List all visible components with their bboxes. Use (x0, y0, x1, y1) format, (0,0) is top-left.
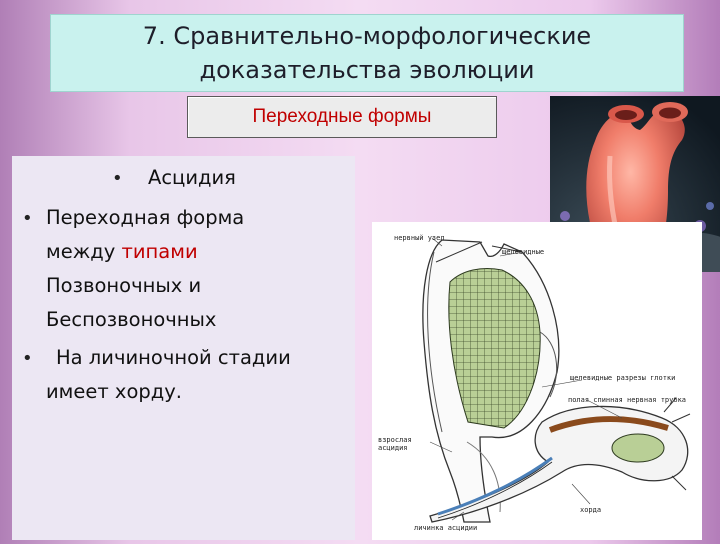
item-2-line-2: имеет хорду. (46, 380, 183, 403)
label-larva: личинка асцидии (414, 524, 477, 532)
title-line-1: 7. Сравнительно-морфологические (142, 22, 592, 50)
item-1-line-2-text: между (46, 240, 122, 263)
label-gill-slits: щелевидные (502, 248, 544, 256)
label-adult-1: взрослая (378, 436, 412, 444)
ascidian-diagram: нервный узел щелевидные щелевидные разре… (372, 222, 702, 540)
item-1-line-2: между типами (46, 236, 198, 267)
label-gill-slits-throat: щелевидные разрезы глотки (570, 374, 675, 382)
item-2-line-1: На личиночной стадии (56, 346, 291, 369)
label-nerve-node: нервный узел (394, 234, 445, 242)
chord-line (437, 456, 553, 516)
title-line-2: доказательства эволюции (199, 56, 535, 84)
subtitle-box: Переходные формы (187, 96, 497, 138)
item-1-line-3: Позвоночных и (46, 274, 202, 297)
label-hollow-nerve-tube: полая спинная нервная трубка (568, 396, 686, 404)
label-adult-2: асцидия (378, 444, 408, 452)
heading-bullet: • (112, 168, 123, 189)
heading-ascidia: Асцидия (148, 166, 236, 189)
text-panel: • Асцидия • Переходная форма между типам… (12, 156, 355, 540)
nerve-tube (548, 416, 669, 433)
item-1-accent-word: типами (121, 240, 198, 263)
bullet-1: • (22, 208, 33, 229)
bullet-2: • (22, 348, 33, 369)
slide-title: 7. Сравнительно-морфологические доказате… (50, 14, 684, 92)
pharynx-grid (448, 268, 541, 429)
item-1-line-4: Беспозвоночных (46, 308, 217, 331)
label-chord: хорда (580, 506, 601, 514)
subtitle-text: Переходные формы (252, 106, 432, 127)
ascidian-photo (550, 96, 720, 272)
larva-pharynx (611, 433, 665, 463)
item-1-line-1: Переходная форма (46, 206, 245, 229)
